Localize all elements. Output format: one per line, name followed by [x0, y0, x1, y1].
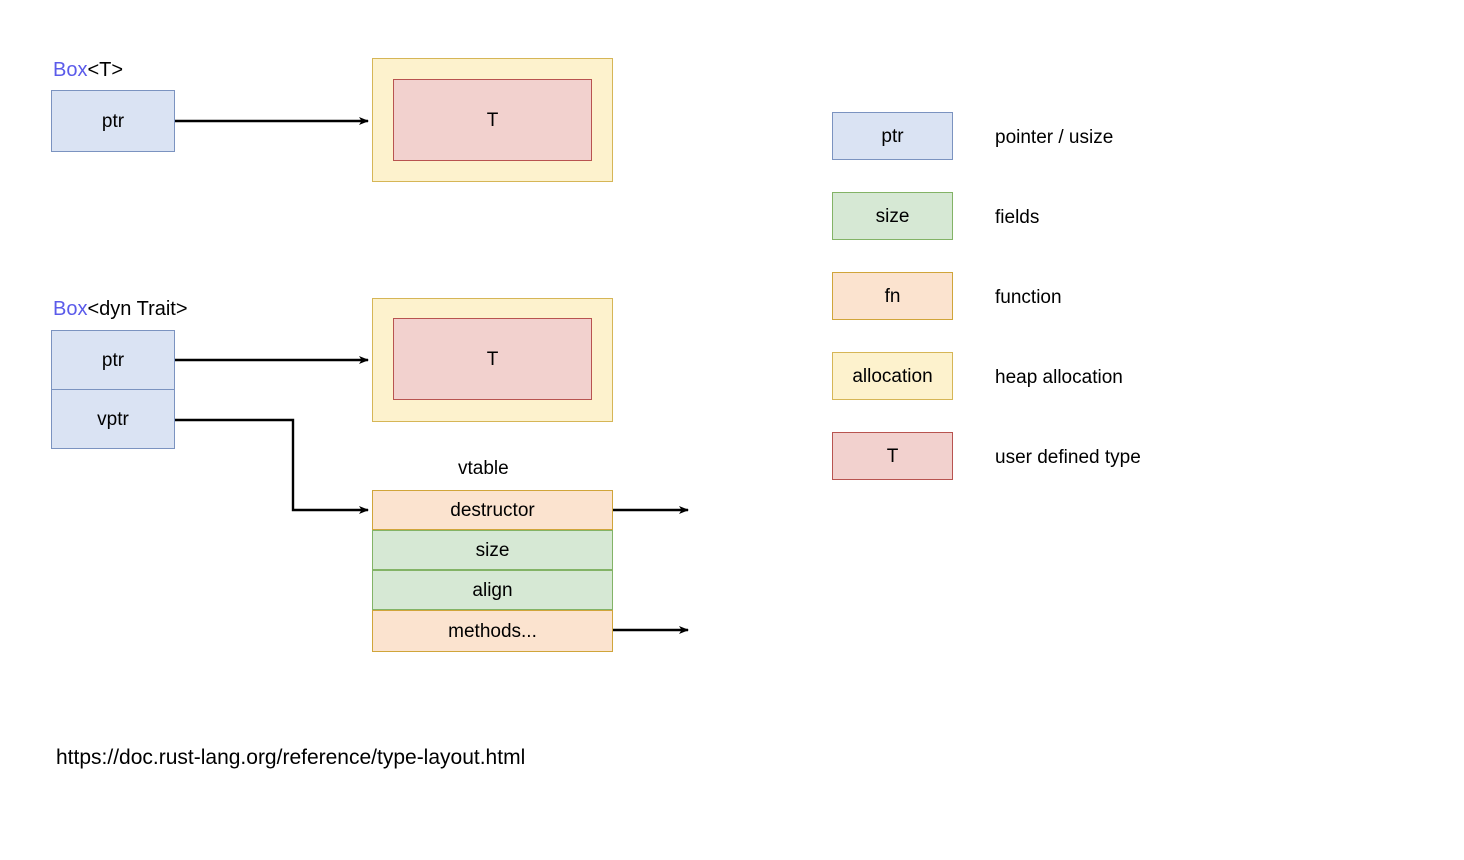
box-t-title-keyword: Box	[53, 59, 88, 81]
box-dyn-title-keyword: Box	[53, 298, 88, 320]
legend-swatch-size: size	[832, 192, 953, 240]
vtable-row-methods-label: methods...	[448, 620, 537, 642]
legend-swatch-allocation-label: allocation	[852, 365, 933, 387]
box-t-user-type-label: T	[486, 109, 499, 131]
legend-swatch-ptr-label: ptr	[881, 125, 904, 147]
legend-swatch-size-label: size	[875, 205, 910, 227]
vtable-row-align: align	[372, 570, 613, 610]
box-dyn-ptr-cell: ptr	[51, 330, 175, 390]
legend-swatch-allocation: allocation	[832, 352, 953, 400]
box-t-title-generic: <T>	[87, 59, 124, 81]
legend-swatch-ptr: ptr	[832, 112, 953, 160]
box-dyn-vptr-cell: vptr	[51, 389, 175, 449]
legend-description-heap-allocation: heap allocation	[995, 367, 1123, 388]
legend-swatch-fn: fn	[832, 272, 953, 320]
box-t-user-type: T	[393, 79, 592, 161]
box-dyn-user-type: T	[393, 318, 592, 400]
legend-description-fields: fields	[995, 207, 1040, 228]
box-t-ptr-cell: ptr	[51, 90, 175, 152]
vtable-row-destructor-label: destructor	[450, 499, 535, 521]
legend-swatch-user-type: T	[832, 432, 953, 480]
vtable-row-size: size	[372, 530, 613, 570]
box-dyn-vptr-label: vptr	[97, 408, 129, 430]
box-t-title: Box<T>	[53, 60, 123, 80]
vtable-row-size-label: size	[475, 539, 510, 561]
vtable-row-methods: methods...	[372, 610, 613, 652]
box-dyn-user-type-label: T	[486, 348, 499, 370]
legend-description-ptr: pointer / usize	[995, 127, 1114, 148]
box-dyn-title: Box<dyn Trait>	[53, 299, 188, 319]
legend-swatch-fn-label: fn	[884, 285, 901, 307]
source-url-text: https://doc.rust-lang.org/reference/type…	[56, 746, 526, 769]
vtable-row-align-label: align	[472, 579, 513, 601]
legend-description-user-defined-type: user defined type	[995, 447, 1141, 468]
box-t-ptr-label: ptr	[101, 110, 125, 132]
vtable-caption: vtable	[458, 458, 509, 479]
legend-description-function: function	[995, 287, 1062, 308]
box-dyn-ptr-label: ptr	[101, 349, 125, 371]
vtable-row-destructor: destructor	[372, 490, 613, 530]
box-dyn-title-generic: <dyn Trait>	[87, 298, 188, 320]
legend-swatch-user-type-label: T	[886, 445, 899, 467]
